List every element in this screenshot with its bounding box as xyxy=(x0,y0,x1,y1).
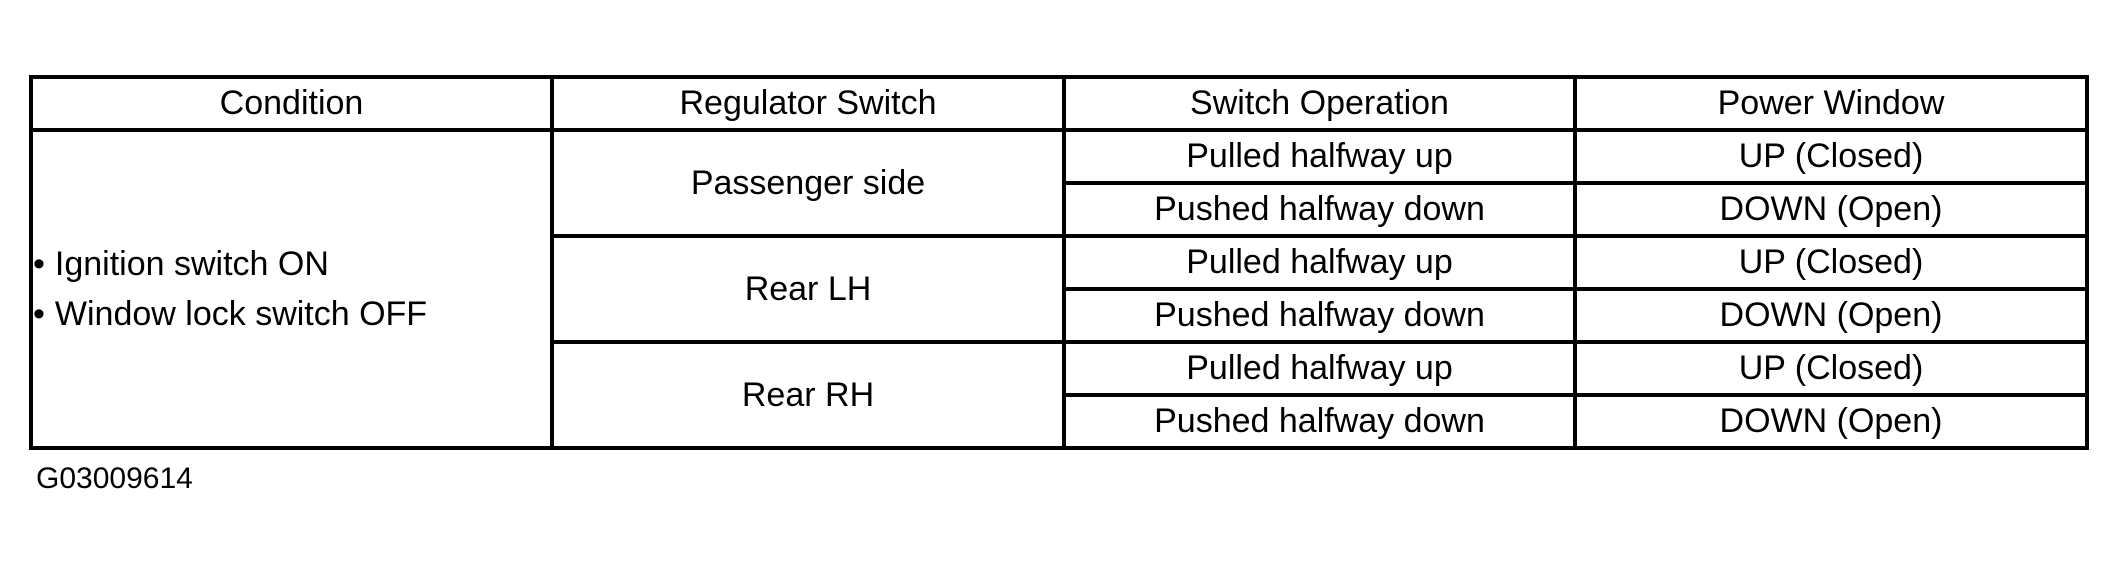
power-window-cell: UP (Closed) xyxy=(1573,234,2089,291)
table-row: Pushed halfway down DOWN (Open) xyxy=(31,393,2089,450)
bullet-icon: • xyxy=(33,245,45,283)
condition-item-label: Ignition switch ON xyxy=(54,245,329,283)
spec-table: Condition Regulator Switch Switch Operat… xyxy=(29,75,2089,450)
switch-operation-cell: Pulled halfway up xyxy=(1062,234,1577,291)
header-row: Condition Regulator Switch Switch Operat… xyxy=(29,75,2089,132)
power-window-operation-table: Condition Regulator Switch Switch Operat… xyxy=(29,75,2089,450)
switch-operation-cell: Pushed halfway down xyxy=(1062,287,1577,344)
condition-item-label: Window lock switch OFF xyxy=(54,295,428,333)
power-window-cell: UP (Closed) xyxy=(1573,340,2089,397)
header-switch-operation: Switch Operation xyxy=(1062,75,1577,132)
power-window-cell: DOWN (Open) xyxy=(1573,181,2089,238)
figure-id-caption: G03009614 xyxy=(36,462,193,495)
bullet-icon: • xyxy=(33,295,45,333)
header-condition: Condition xyxy=(29,75,554,132)
table-row: Rear LH Pulled halfway up UP (Closed) xyxy=(31,234,2089,344)
regulator-switch-cell: Rear RH xyxy=(550,340,1066,450)
switch-operation-cell: Pushed halfway down xyxy=(1062,393,1577,450)
condition-item: • Window lock switch OFF xyxy=(33,289,548,339)
table-row: Rear RH Pulled halfway up UP (Closed) xyxy=(31,340,2089,450)
table-row: Pushed halfway down DOWN (Open) xyxy=(31,287,2089,344)
power-window-cell: UP (Closed) xyxy=(1573,128,2089,185)
switch-operation-cell: Pulled halfway up xyxy=(1062,340,1577,397)
switch-operation-cell: Pushed halfway down xyxy=(1062,181,1577,238)
condition-item: • Ignition switch ON xyxy=(33,239,548,289)
table-row: Pushed halfway down DOWN (Open) xyxy=(31,181,2089,238)
regulator-switch-cell: Passenger side xyxy=(550,128,1066,238)
power-window-cell: DOWN (Open) xyxy=(1573,287,2089,344)
header-power-window: Power Window xyxy=(1573,75,2089,132)
power-window-cell: DOWN (Open) xyxy=(1573,393,2089,450)
table-row: • Ignition switch ON • Window lock switc… xyxy=(29,128,2089,450)
header-regulator-switch: Regulator Switch xyxy=(550,75,1066,132)
switch-operation-cell: Pulled halfway up xyxy=(1062,128,1577,185)
regulator-switch-cell: Rear LH xyxy=(550,234,1066,344)
condition-cell: • Ignition switch ON • Window lock switc… xyxy=(29,128,554,450)
